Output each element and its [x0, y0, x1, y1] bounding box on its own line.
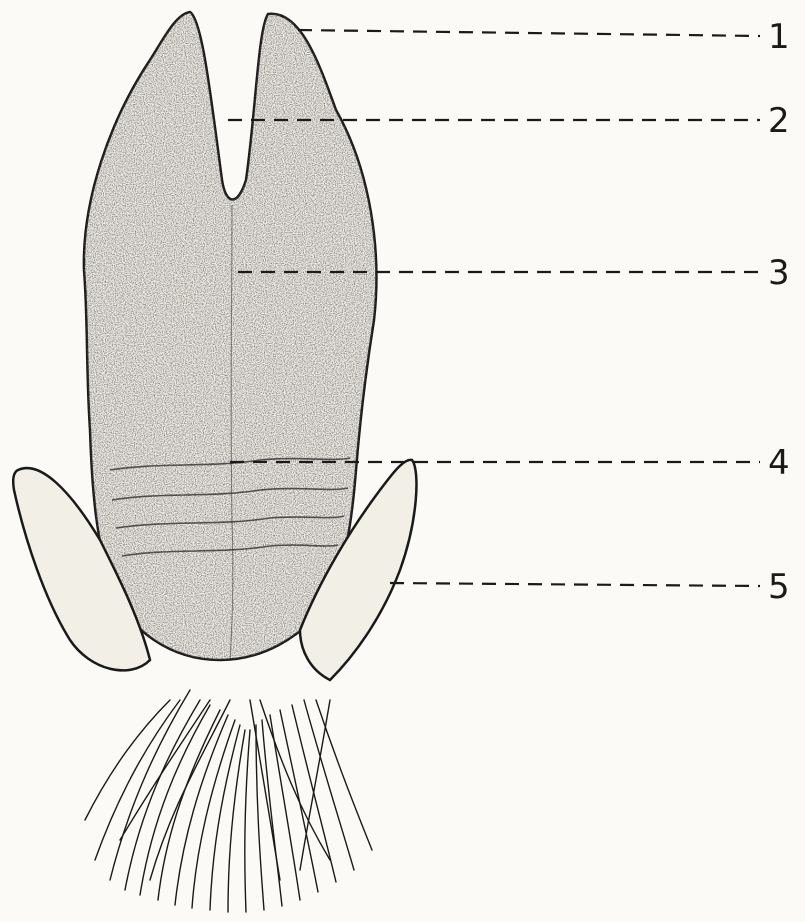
label-4: 4: [768, 443, 790, 483]
label-1: 1: [768, 17, 790, 57]
leader-line-1: [298, 30, 760, 36]
label-3: 3: [768, 253, 790, 293]
label-5: 5: [768, 567, 790, 607]
hair-tuft: [85, 690, 372, 912]
label-2: 2: [768, 101, 790, 141]
leader-line-5: [390, 583, 760, 586]
